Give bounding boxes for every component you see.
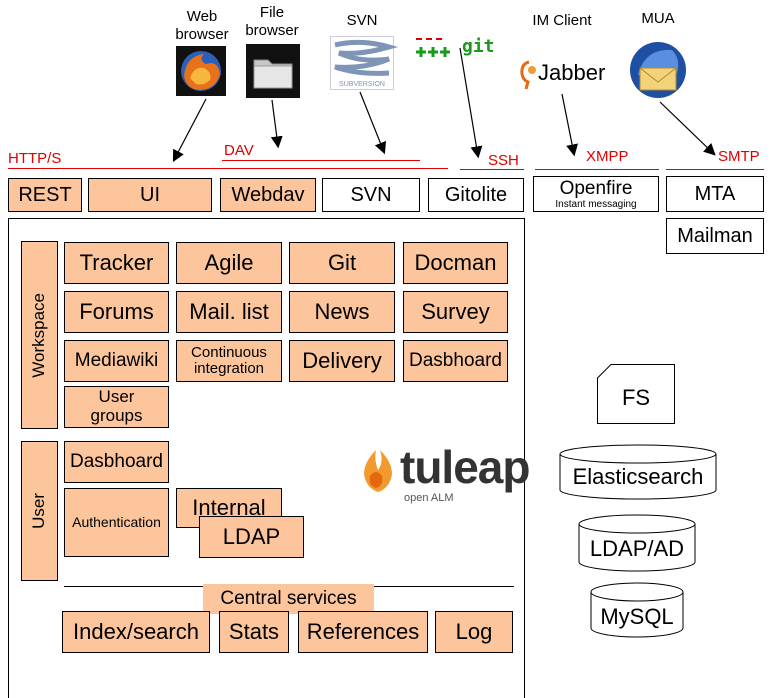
mailman-box: Mailman	[666, 218, 764, 254]
mysql-storage: MySQL	[590, 582, 684, 638]
ldap-ad-label: LDAP/AD	[589, 536, 685, 561]
workspace-item-delivery: Delivery	[289, 340, 395, 382]
protocol-dav: DAV	[224, 142, 254, 159]
gitolite-box: Gitolite	[428, 178, 524, 212]
openfire-box: Openfire Instant messaging	[533, 176, 659, 212]
openfire-sublabel: Instant messaging	[555, 198, 637, 210]
user-label: User	[21, 441, 58, 581]
central-services-label: Central services	[203, 584, 374, 614]
protocol-xmpp-line	[535, 169, 659, 170]
workspace-label-text: Workspace	[29, 292, 49, 378]
user-dashboard: Dasbhoard	[64, 441, 169, 483]
ldap-ad-storage: LDAP/AD	[578, 514, 696, 572]
workspace-label: Workspace	[21, 241, 58, 429]
workspace-item-survey: Survey	[403, 291, 508, 333]
workspace-item-mail-list: Mail. list	[176, 291, 282, 333]
thunderbird-icon	[626, 36, 690, 102]
workspace-item-user-groups: User groups	[64, 386, 169, 428]
firefox-icon	[176, 46, 226, 96]
protocol-dav-line	[222, 160, 420, 161]
protocol-xmpp: XMPP	[586, 148, 629, 165]
fs-label: FS	[621, 385, 651, 410]
webdav-box: Webdav	[220, 178, 316, 212]
central-item-stats: Stats	[219, 611, 289, 653]
user-label-text: User	[29, 493, 49, 529]
ui-box: UI	[88, 178, 212, 212]
tuleap-logo-text: tuleap	[400, 441, 530, 493]
arrow-im	[561, 93, 579, 157]
workspace-item-dashboard: Dasbhoard	[403, 340, 508, 382]
protocol-smtp-line	[666, 169, 764, 170]
git-logo-text: git	[462, 36, 495, 57]
protocol-http-line	[8, 168, 448, 169]
jabber-logo: Jabber	[518, 58, 608, 92]
workspace-item-mediawiki: Mediawiki	[64, 340, 169, 382]
workspace-item-tracker: Tracker	[64, 242, 169, 284]
file-browser-label: File browser	[245, 4, 299, 39]
im-client-label: IM Client	[532, 12, 592, 29]
arrow-web-browser	[172, 98, 207, 163]
arrow-file-browser	[270, 99, 283, 149]
elasticsearch-storage: Elasticsearch	[559, 444, 717, 500]
svn-box: SVN	[322, 178, 420, 212]
workspace-item-agile: Agile	[176, 242, 282, 284]
mua-label: MUA	[641, 10, 675, 27]
arrow-mua	[659, 101, 716, 156]
workspace-item-forums: Forums	[64, 291, 169, 333]
tuleap-container	[8, 218, 525, 698]
protocol-smtp: SMTP	[718, 148, 760, 165]
protocol-ssh: SSH	[488, 152, 519, 169]
mta-box: MTA	[666, 176, 764, 212]
git-icon: git	[414, 34, 504, 62]
protocol-ssh-line	[460, 169, 524, 170]
jabber-logo-text: Jabber	[538, 60, 606, 85]
workspace-item-docman: Docman	[403, 242, 508, 284]
arrow-git	[459, 47, 483, 159]
subversion-logo-text: SUBVERSION	[339, 81, 385, 88]
workspace-item-news: News	[289, 291, 395, 333]
auth-ldap: LDAP	[199, 516, 304, 558]
workspace-item-continuous-integration: Continuous integration	[176, 340, 282, 382]
rest-box: REST	[8, 178, 82, 212]
central-item-index-search: Index/search	[62, 611, 210, 653]
folder-icon	[246, 44, 300, 98]
fs-storage: FS	[597, 364, 675, 424]
subversion-icon: SUBVERSION	[330, 36, 399, 90]
user-authentication: Authentication	[64, 488, 169, 557]
mysql-label: MySQL	[600, 604, 674, 629]
svn-client-label: SVN	[346, 12, 378, 29]
tuleap-logo-tagline: open ALM	[404, 492, 454, 504]
openfire-label: Openfire	[559, 177, 633, 199]
protocol-http: HTTP/S	[8, 150, 62, 167]
elasticsearch-label: Elasticsearch	[572, 464, 704, 489]
tuleap-logo: tuleap open ALM	[354, 441, 530, 508]
workspace-item-git: Git	[289, 242, 395, 284]
central-item-references: References	[298, 611, 428, 653]
central-item-log: Log	[435, 611, 513, 653]
web-browser-label: Web browser	[175, 8, 229, 43]
arrow-svn	[359, 91, 387, 155]
